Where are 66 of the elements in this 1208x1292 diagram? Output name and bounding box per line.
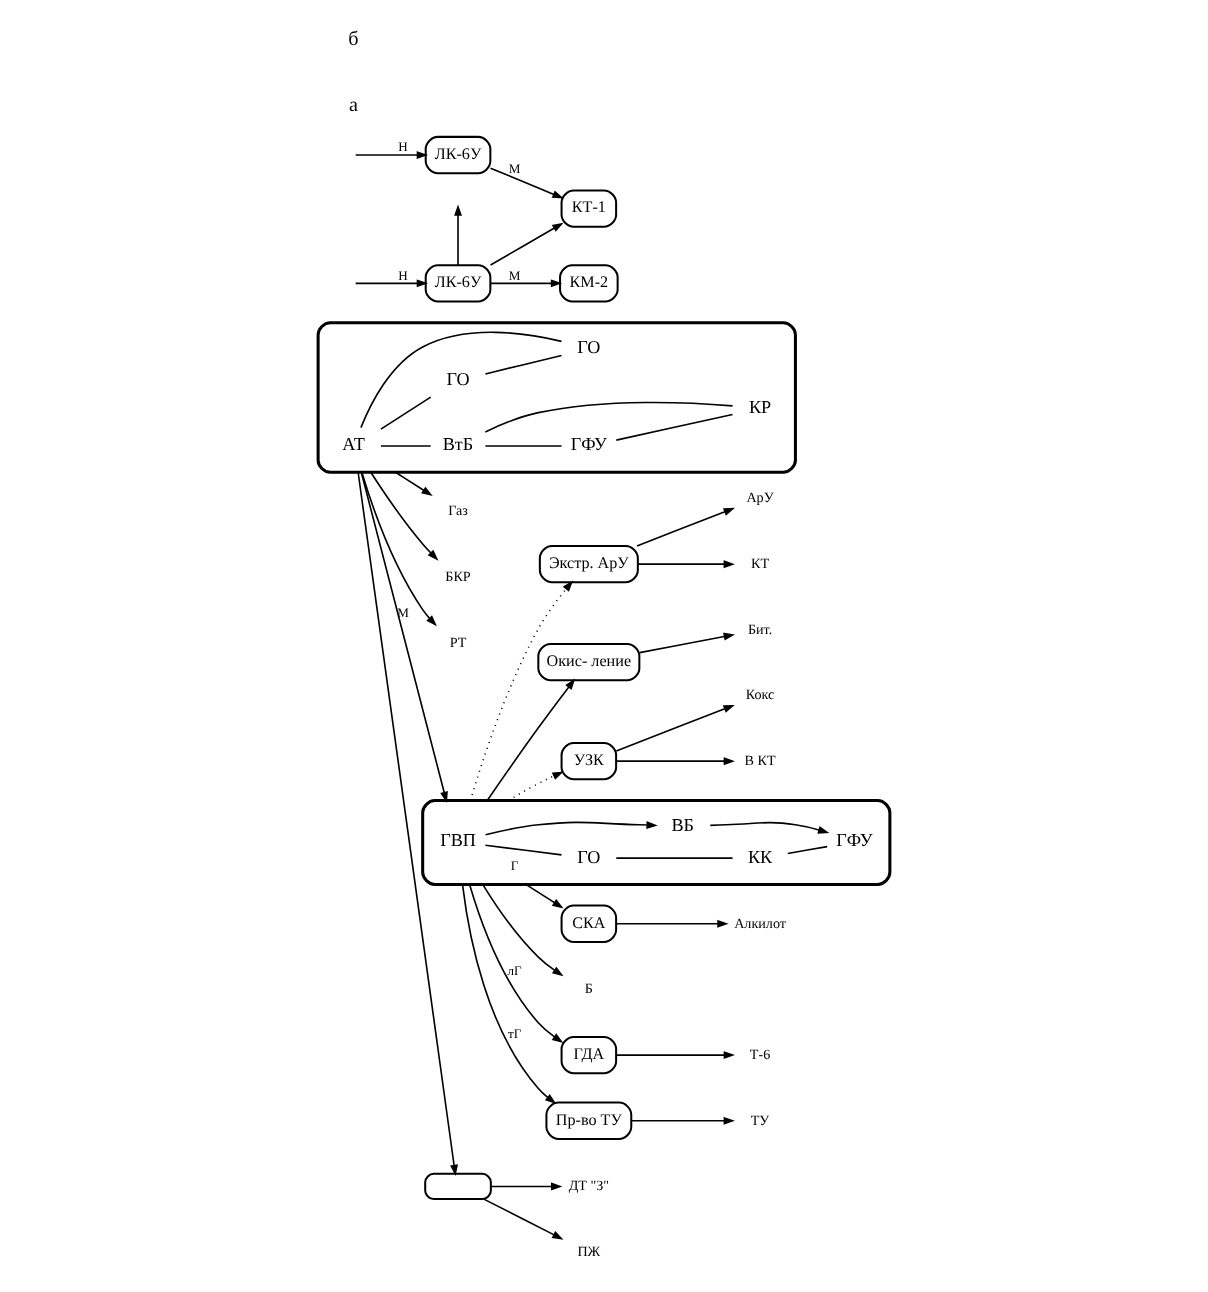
connector	[615, 857, 734, 859]
arrow	[481, 883, 564, 977]
node-box	[424, 1172, 492, 1201]
connector	[615, 413, 734, 441]
arrow	[361, 471, 437, 627]
arrow	[507, 771, 564, 802]
label: а	[348, 94, 358, 117]
node-text: ВтБ	[442, 434, 474, 455]
arrow	[630, 1116, 735, 1125]
node-text: ГФУ	[836, 830, 873, 851]
arrow	[357, 471, 458, 1177]
node-text: ГФУ	[570, 434, 607, 455]
connector	[360, 331, 563, 429]
arrow	[483, 1198, 564, 1240]
arrow	[489, 222, 564, 266]
node-box: Окис- ление	[537, 642, 641, 682]
node-text: ГВП	[440, 830, 476, 851]
node-text: КР	[748, 397, 772, 418]
connector	[484, 401, 734, 433]
connector	[380, 445, 432, 447]
arrow	[484, 821, 658, 836]
node-text: ГО	[577, 846, 601, 867]
connector	[787, 845, 828, 855]
node-text: КК	[747, 846, 773, 867]
node-box: КМ-2	[559, 264, 619, 303]
node-box: ГДА	[560, 1035, 618, 1075]
arrow	[615, 757, 735, 766]
arrow	[615, 1051, 735, 1060]
arrow	[489, 167, 564, 199]
node-box: Экстр. АрУ	[538, 545, 639, 584]
arrow	[354, 151, 429, 160]
arrow	[469, 580, 574, 802]
cluster	[316, 321, 797, 474]
cluster	[421, 799, 892, 886]
arrow	[638, 632, 735, 654]
arrow	[490, 1182, 563, 1191]
arrow	[615, 919, 729, 928]
node-box: ЛК-6У	[424, 264, 492, 303]
arrow	[636, 507, 735, 547]
arrow	[525, 883, 564, 909]
arrow	[394, 471, 433, 497]
arrow	[489, 279, 563, 288]
arrow	[709, 821, 830, 834]
node-text: ГО	[577, 337, 601, 358]
connector	[484, 844, 563, 856]
connector	[380, 396, 432, 430]
arrow	[468, 883, 564, 1043]
node-box: Пр-во ТУ	[545, 1101, 633, 1140]
arrow	[615, 704, 735, 752]
connector	[484, 445, 563, 447]
arrow	[360, 471, 448, 803]
label: б	[348, 28, 359, 51]
arrow	[454, 204, 462, 266]
node-text: ВБ	[671, 815, 695, 836]
node-text: АТ	[342, 434, 365, 455]
arrow	[354, 279, 429, 288]
node-box: ЛК-6У	[424, 135, 492, 175]
node-text: ГО	[446, 368, 470, 389]
arrow	[486, 678, 576, 802]
arrow	[369, 471, 439, 561]
connector	[484, 354, 563, 375]
node-box: УЗК	[560, 741, 618, 781]
arrow	[461, 883, 557, 1105]
node-box: КТ-1	[560, 189, 618, 228]
arrow	[637, 560, 735, 569]
node-box: СКА	[560, 904, 618, 943]
